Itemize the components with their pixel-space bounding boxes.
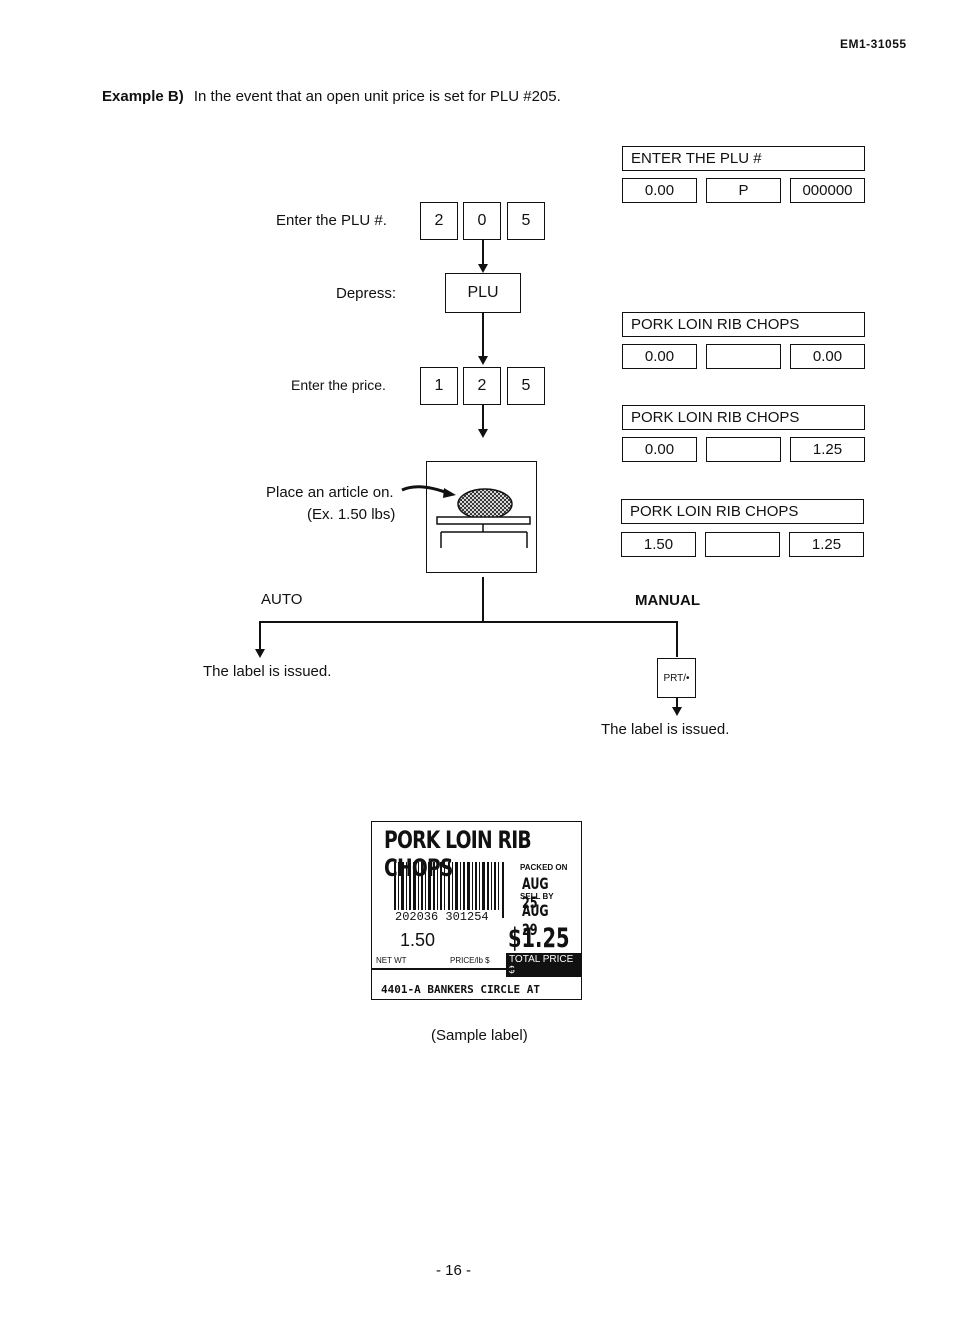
display-3-weight: 0.00 xyxy=(622,437,697,462)
example-text: In the event that an open unit price is … xyxy=(193,88,561,105)
example-heading: Example B) In the event that an open uni… xyxy=(102,88,561,105)
auto-result: The label is issued. xyxy=(203,663,332,680)
key-digit-2[interactable]: 2 xyxy=(463,367,501,405)
display-4-unit-price xyxy=(705,532,780,557)
scale-icon xyxy=(436,488,531,548)
flow-line xyxy=(259,621,261,651)
barcode-icon xyxy=(394,862,504,918)
flow-line xyxy=(676,697,678,709)
display-1-title: ENTER THE PLU # xyxy=(622,146,865,171)
key-digit-0[interactable]: 0 xyxy=(463,202,501,240)
sell-by-label: SELL BY xyxy=(520,892,554,901)
branch-manual: MANUAL xyxy=(635,592,700,609)
branch-line xyxy=(259,621,678,623)
display-4-total: 1.25 xyxy=(789,532,864,557)
display-2-total: 0.00 xyxy=(790,344,865,369)
barcode-number: 202036 301254 xyxy=(394,910,490,924)
key-digit-1[interactable]: 1 xyxy=(420,367,458,405)
sell-date: AUG 29 xyxy=(522,901,549,939)
key-digit-2[interactable]: 2 xyxy=(420,202,458,240)
step-place-article: Place an article on. xyxy=(266,484,394,501)
place-arrow-icon xyxy=(401,485,456,498)
step-enter-price: Enter the price. xyxy=(291,377,386,393)
arrow-down-icon xyxy=(478,356,488,365)
example-label: Example B) xyxy=(102,88,184,105)
step-place-example: (Ex. 1.50 lbs) xyxy=(307,506,396,523)
step-depress: Depress: xyxy=(336,285,397,302)
branch-auto: AUTO xyxy=(261,591,303,608)
display-3-title: PORK LOIN RIB CHOPS xyxy=(622,405,865,430)
flow-line xyxy=(482,577,484,623)
sample-label: PORK LOIN RIB CHOPS 202036 301254 PACKED… xyxy=(371,821,582,1000)
label-divider xyxy=(372,968,580,970)
display-3-unit-price xyxy=(706,437,781,462)
arrow-down-icon xyxy=(478,264,488,273)
display-2-unit-price xyxy=(706,344,781,369)
key-digit-5[interactable]: 5 xyxy=(507,367,545,405)
document-number: EM1-31055 xyxy=(840,37,907,51)
label-address: 4401-A BANKERS CIRCLE AT xyxy=(381,983,540,996)
page-number: - 16 - xyxy=(436,1262,472,1279)
display-4-weight: 1.50 xyxy=(621,532,696,557)
display-2-title: PORK LOIN RIB CHOPS xyxy=(622,312,865,337)
arrow-down-icon xyxy=(672,707,682,716)
net-wt-label: NET WT xyxy=(376,956,407,965)
total-price-label: TOTAL PRICE $ xyxy=(506,953,581,977)
flow-line xyxy=(482,405,484,431)
packed-on-label: PACKED ON xyxy=(520,863,568,872)
sample-label-caption: (Sample label) xyxy=(431,1027,528,1044)
flow-line xyxy=(482,240,484,266)
display-2-weight: 0.00 xyxy=(622,344,697,369)
key-plu[interactable]: PLU xyxy=(445,273,521,313)
key-digit-5[interactable]: 5 xyxy=(507,202,545,240)
key-prt[interactable]: PRT/• xyxy=(657,658,696,698)
price-per-lb-label: PRICE/lb $ xyxy=(450,956,490,965)
display-3-total: 1.25 xyxy=(790,437,865,462)
flow-line xyxy=(676,621,678,657)
flow-line xyxy=(482,313,484,359)
arrow-down-icon xyxy=(478,429,488,438)
packed-date: AUG 25 xyxy=(522,874,549,912)
manual-result: The label is issued. xyxy=(601,721,730,738)
arrow-down-icon xyxy=(255,649,265,658)
step-enter-plu: Enter the PLU #. xyxy=(276,212,387,229)
scale-illustration xyxy=(426,461,537,573)
display-1-unit-price: P xyxy=(706,178,781,203)
net-weight-value: 1.50 xyxy=(400,930,436,950)
display-4-title: PORK LOIN RIB CHOPS xyxy=(621,499,864,524)
total-price-value: $1.25 xyxy=(508,923,570,954)
display-1-weight: 0.00 xyxy=(622,178,697,203)
display-1-total: 000000 xyxy=(790,178,865,203)
